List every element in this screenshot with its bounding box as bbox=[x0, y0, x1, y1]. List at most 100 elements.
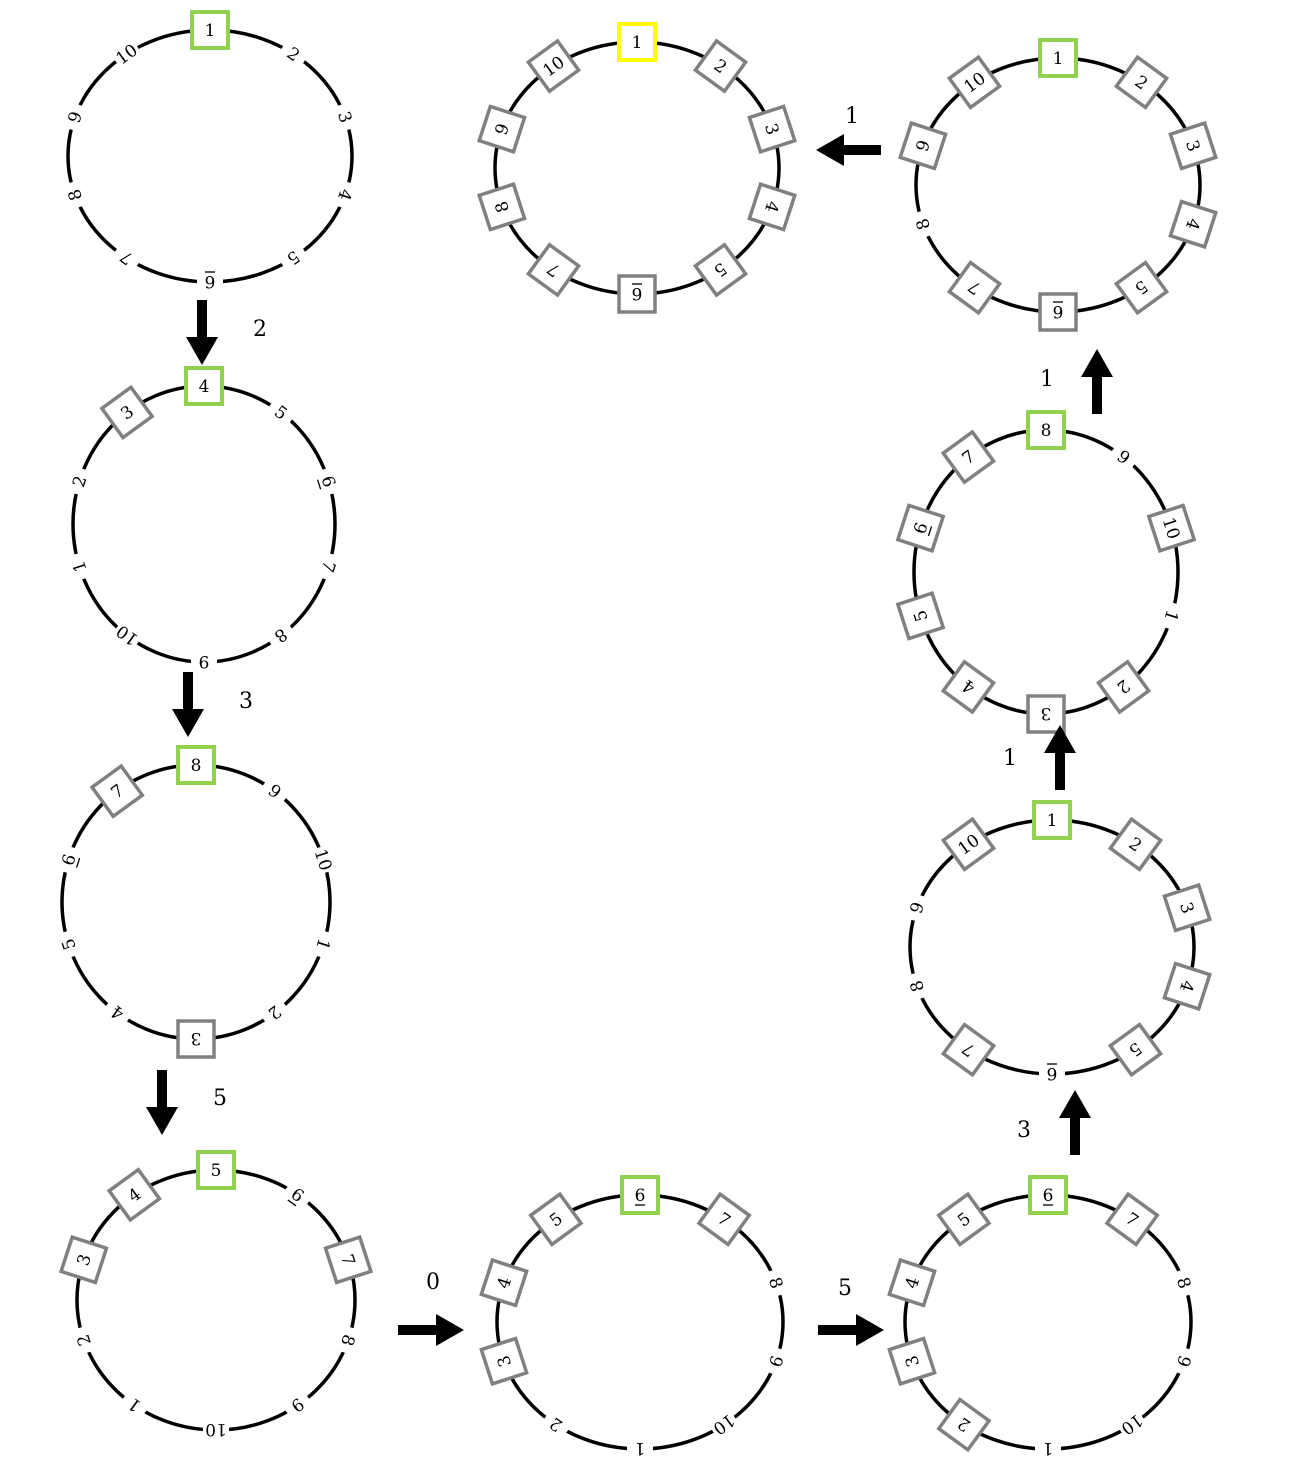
label-box bbox=[1096, 659, 1152, 715]
label-gap bbox=[54, 928, 84, 961]
label-text: 10 bbox=[1117, 1409, 1146, 1438]
ring-label: 1 bbox=[627, 1438, 653, 1460]
label-box bbox=[936, 1191, 992, 1247]
boxed-label: 2 bbox=[1107, 816, 1164, 872]
label-gap bbox=[761, 1345, 791, 1377]
ring-ellipse bbox=[75, 1168, 357, 1432]
boxed-label: 3 bbox=[1026, 694, 1066, 734]
boxed-label: 10 bbox=[1146, 503, 1197, 553]
label-box bbox=[1162, 882, 1212, 933]
step-count-label: 1 bbox=[845, 104, 859, 129]
underline-mark bbox=[287, 1199, 297, 1207]
ring-label: 9 bbox=[1106, 440, 1141, 474]
label-box bbox=[323, 1234, 374, 1285]
boxed-label: 3 bbox=[1162, 882, 1212, 933]
label-box bbox=[620, 1175, 660, 1215]
label-gap bbox=[64, 550, 94, 583]
boxed-label: 5 bbox=[1113, 260, 1170, 316]
label-box bbox=[477, 182, 527, 232]
ring-label: 10 bbox=[308, 843, 338, 876]
label-box bbox=[747, 182, 797, 232]
boxed-label: 4 bbox=[940, 659, 996, 715]
label-text: 3 bbox=[191, 1028, 202, 1048]
arrow-shaft bbox=[183, 672, 193, 711]
ring-label: 4 bbox=[100, 996, 135, 1030]
boxed-label: 3 bbox=[887, 1336, 937, 1387]
boxed-label: 7 bbox=[89, 763, 145, 819]
arrow-up-icon bbox=[1059, 1090, 1091, 1155]
label-text: 10 bbox=[205, 1419, 227, 1439]
ring-ellipse bbox=[903, 1193, 1193, 1451]
arrow-head bbox=[172, 709, 204, 737]
step-count-label: 3 bbox=[1017, 1118, 1031, 1143]
boxed-label: 6 bbox=[1038, 292, 1078, 332]
label-box bbox=[525, 242, 582, 298]
label-box bbox=[1162, 961, 1212, 1012]
step-arrow-3: 5 bbox=[146, 1070, 227, 1135]
arrow-up-icon bbox=[1081, 349, 1113, 414]
ring-label: 1 bbox=[117, 1388, 152, 1422]
step-arrow-9: 1 bbox=[816, 104, 881, 166]
arrow-shaft bbox=[197, 300, 207, 339]
current-label-box: 8 bbox=[1026, 410, 1066, 450]
label-gap bbox=[54, 843, 84, 876]
ring-label: 4 bbox=[330, 179, 360, 211]
label-box bbox=[196, 1150, 236, 1190]
label-box bbox=[525, 38, 582, 94]
label-box bbox=[1032, 800, 1072, 840]
label-gap bbox=[308, 843, 338, 876]
ring-label: 9 bbox=[60, 101, 90, 133]
boxed-label: 2 bbox=[936, 1397, 992, 1453]
ring-ellipse bbox=[66, 28, 354, 284]
label-box bbox=[1104, 1191, 1160, 1247]
boxed-label: 4 bbox=[106, 1167, 162, 1223]
ring-ellipse bbox=[493, 40, 781, 296]
label-box bbox=[946, 260, 1003, 316]
label-gap bbox=[627, 1438, 653, 1460]
label-box bbox=[940, 659, 996, 715]
ring-ellipse bbox=[908, 818, 1196, 1076]
ring-label: 8 bbox=[761, 1267, 791, 1299]
label-gap bbox=[257, 774, 292, 808]
arrow-down-icon bbox=[172, 672, 204, 737]
arrow-shaft bbox=[842, 145, 881, 155]
label-text: 6 bbox=[1047, 1063, 1058, 1083]
ring-label: 6 bbox=[1039, 1063, 1065, 1085]
step-count-label: 1 bbox=[1003, 746, 1017, 771]
arrow-left-icon bbox=[816, 134, 881, 166]
boxed-label: 5 bbox=[1107, 1022, 1164, 1078]
label-box bbox=[747, 104, 797, 154]
ring-label: 7 bbox=[109, 241, 144, 275]
label-gap bbox=[1157, 600, 1186, 632]
label-gap bbox=[203, 1419, 229, 1441]
arrow-head bbox=[146, 1107, 178, 1135]
ring-label: 9 bbox=[280, 1388, 315, 1422]
label-gap bbox=[264, 619, 298, 653]
label-text: 6 bbox=[205, 271, 216, 291]
ring-label: 9 bbox=[761, 1345, 791, 1377]
label-box bbox=[887, 1336, 937, 1387]
boxed-label: 7 bbox=[323, 1234, 374, 1285]
step-count-label: 5 bbox=[213, 1086, 227, 1111]
current-label-box: 4 bbox=[184, 366, 224, 406]
current-label-box: 1 bbox=[1032, 800, 1072, 840]
boxed-label: 9 bbox=[477, 104, 527, 154]
label-box bbox=[1038, 292, 1078, 332]
ring-label: 6 bbox=[197, 271, 223, 293]
label-gap bbox=[110, 619, 144, 653]
label-gap bbox=[276, 37, 311, 71]
ring-label: 8 bbox=[908, 208, 938, 240]
boxed-label: 4 bbox=[479, 1257, 529, 1308]
label-box bbox=[1113, 260, 1170, 316]
ring-label: 2 bbox=[64, 465, 94, 498]
boxed-label: 5 bbox=[895, 591, 946, 641]
step-arrow-5: 5 bbox=[818, 1276, 884, 1346]
label-gap bbox=[257, 996, 292, 1030]
label-gap bbox=[330, 101, 360, 133]
label-box bbox=[940, 429, 996, 485]
label-gap bbox=[330, 179, 360, 211]
